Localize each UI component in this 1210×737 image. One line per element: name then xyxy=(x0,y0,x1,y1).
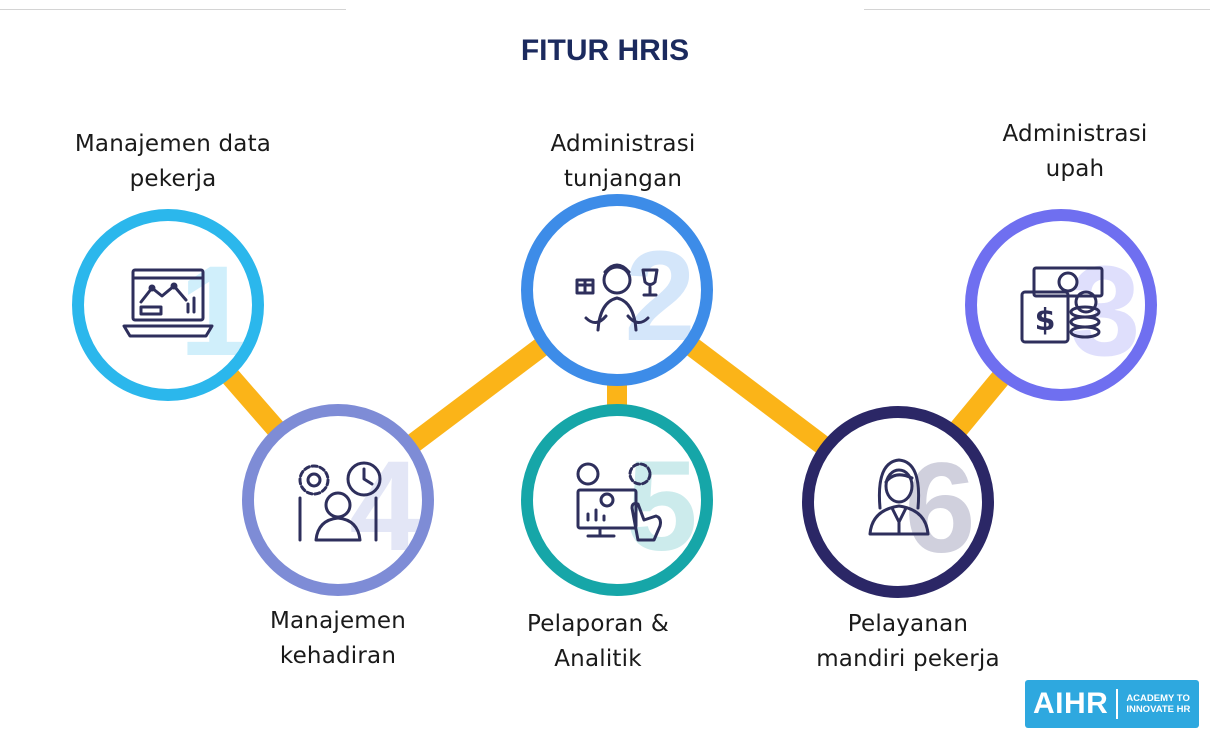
logo-brand: AIHR xyxy=(1033,687,1109,720)
label-line: tunjangan xyxy=(563,166,683,192)
label-feature-2: Administrasi tunjangan xyxy=(498,127,748,197)
label-line: pekerja xyxy=(129,166,217,192)
svg-text:$: $ xyxy=(1035,303,1056,338)
money-coins-icon: $ xyxy=(1020,266,1104,344)
logo-divider xyxy=(1116,689,1119,719)
label-feature-4: Manajemen kehadiran xyxy=(213,604,463,674)
label-line: Administrasi xyxy=(550,131,696,157)
label-line: mandiri pekerja xyxy=(816,646,1000,672)
page-title: FITUR HRIS xyxy=(520,34,690,67)
laptop-chart-icon xyxy=(122,268,214,338)
feature-circle-5: 5 xyxy=(521,404,713,596)
benefits-person-icon xyxy=(575,263,659,332)
label-line: upah xyxy=(1045,156,1105,182)
label-feature-6: Pelayanan mandiri pekerja xyxy=(783,607,1033,677)
label-feature-1: Manajemen data pekerja xyxy=(48,127,298,197)
top-divider-right xyxy=(864,9,1210,10)
label-line: Administrasi xyxy=(1002,121,1148,147)
feature-circle-1: 1 xyxy=(72,209,264,401)
gears-clock-person-icon xyxy=(298,461,382,542)
label-line: Analitik xyxy=(554,646,642,672)
label-feature-5: Pelaporan & Analitik xyxy=(473,607,723,677)
monitor-analytics-icon xyxy=(576,462,662,542)
feature-circle-3: 3 $ xyxy=(965,209,1157,401)
label-line: kehadiran xyxy=(279,643,397,669)
logo-tagline: ACADEMY TO INNOVATE HR xyxy=(1126,693,1199,715)
label-feature-3: Administrasi upah xyxy=(950,117,1200,187)
label-line: Pelayanan xyxy=(847,611,969,637)
label-line: Pelaporan & xyxy=(527,611,669,637)
label-line: Manajemen data xyxy=(74,131,272,157)
label-line: Manajemen xyxy=(269,608,407,634)
logo-tagline-line: ACADEMY TO xyxy=(1126,693,1190,704)
feature-circle-4: 4 xyxy=(242,404,434,596)
woman-employee-icon xyxy=(868,458,930,536)
feature-circle-6: 6 xyxy=(802,406,994,598)
top-divider-left xyxy=(0,9,346,10)
logo-tagline-line: INNOVATE HR xyxy=(1126,704,1191,715)
aihr-logo: AIHR ACADEMY TO INNOVATE HR xyxy=(1025,680,1199,728)
feature-circle-2: 2 xyxy=(521,194,713,386)
